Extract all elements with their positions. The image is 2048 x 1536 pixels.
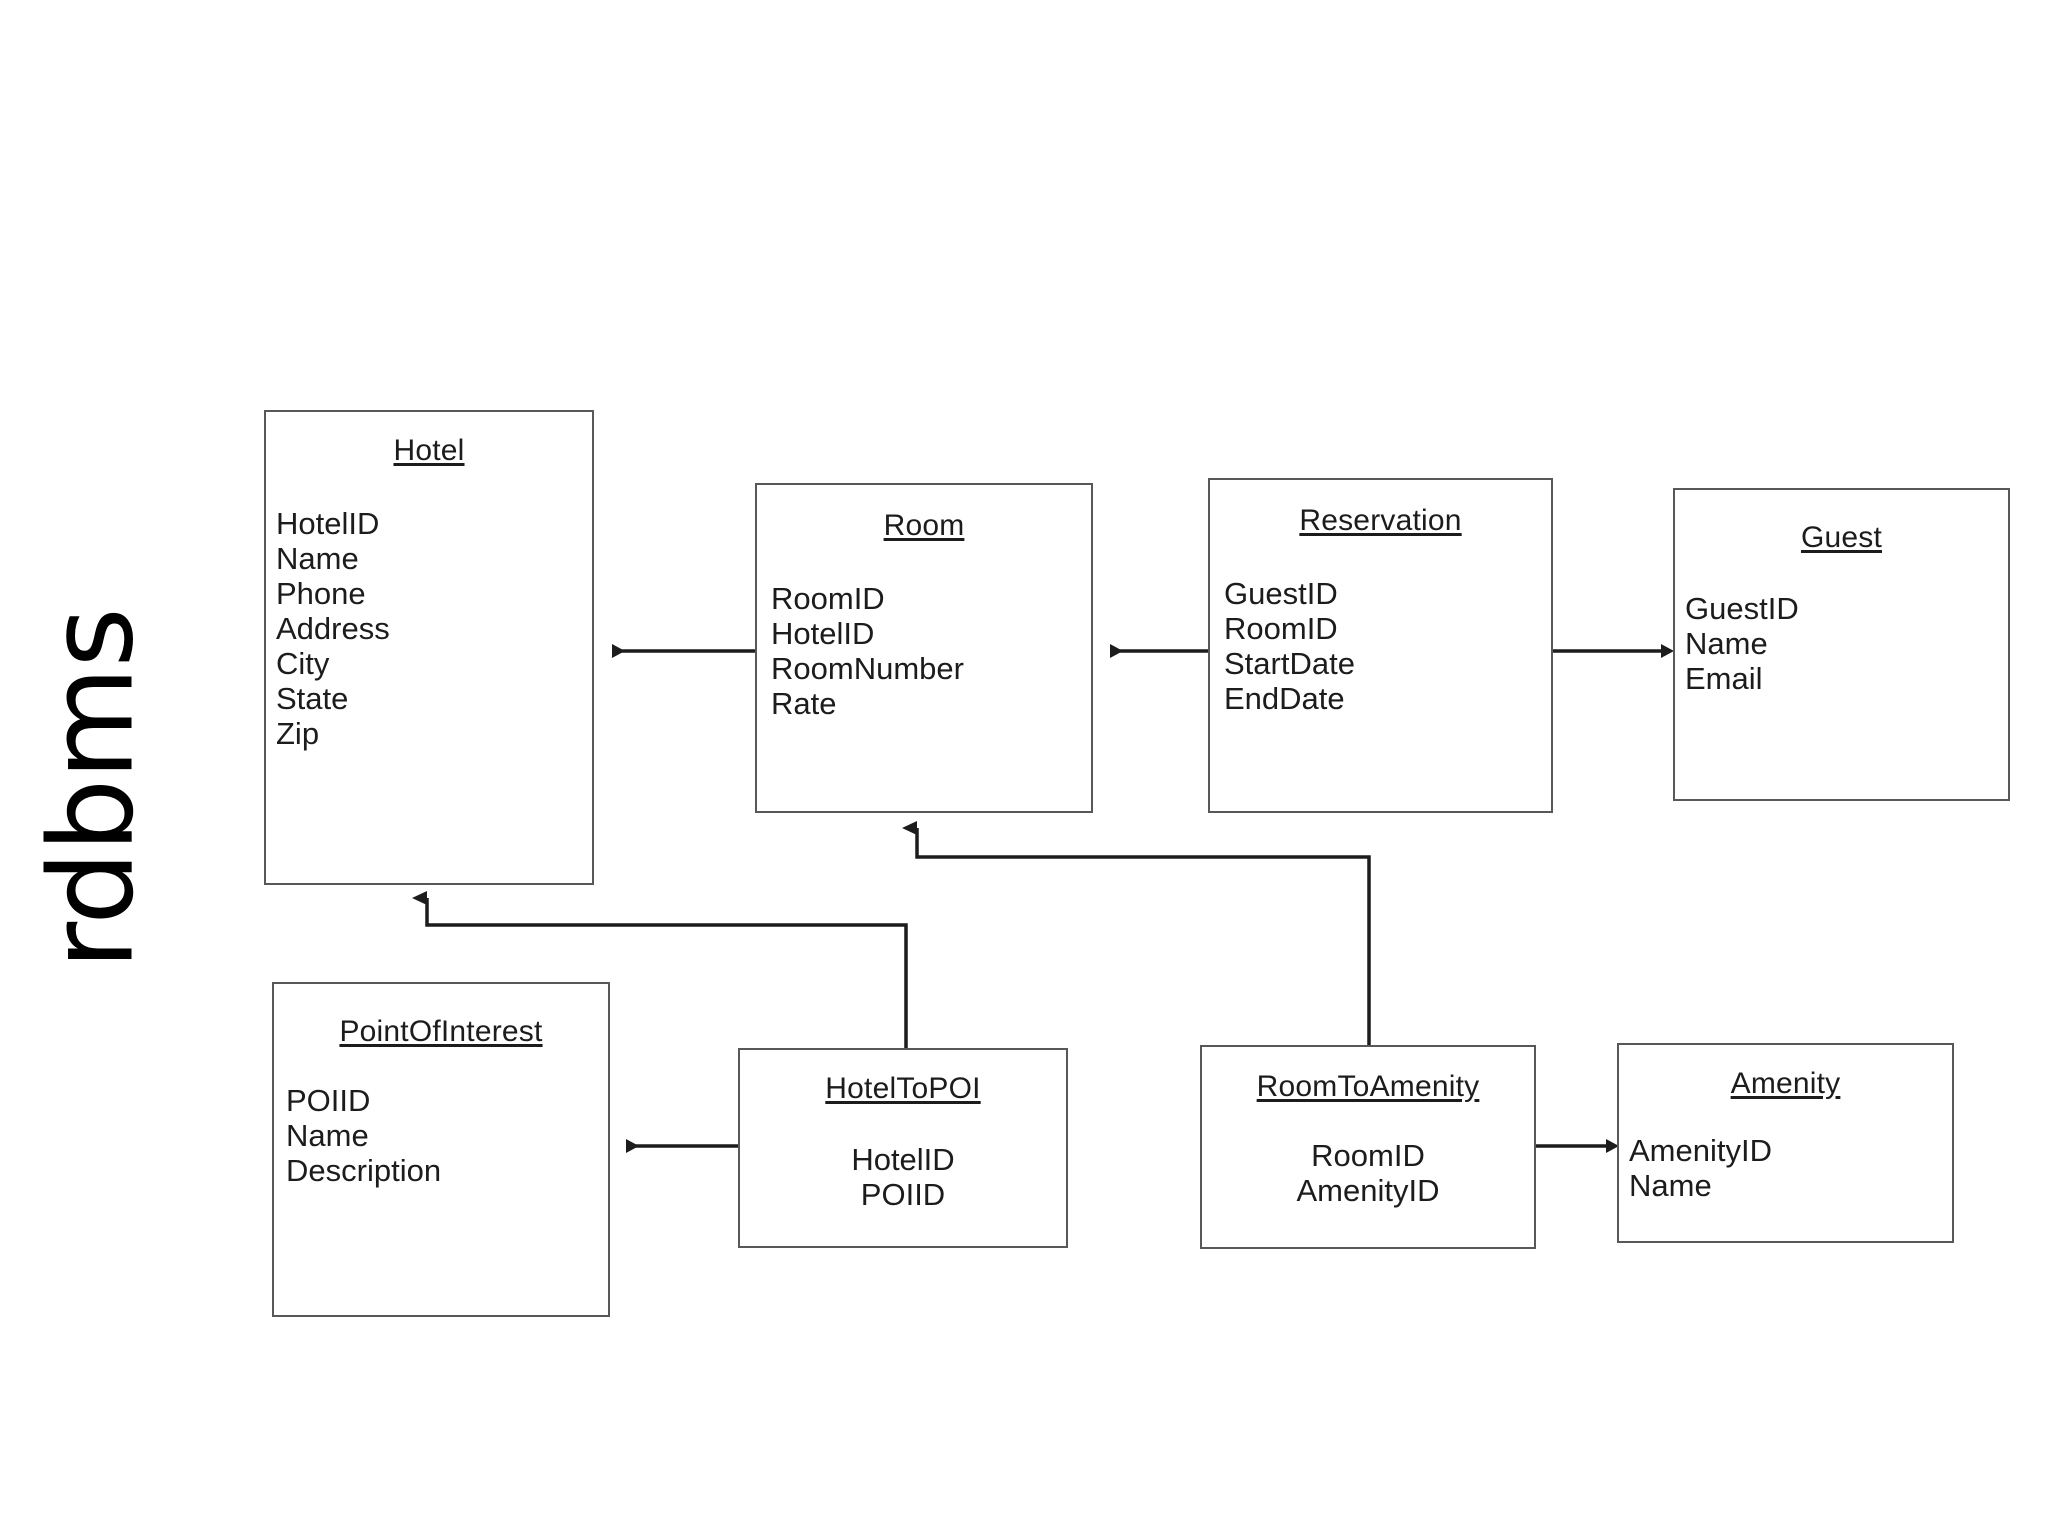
- attribute-list-pointofinterest: POIID Name Description: [286, 1083, 608, 1188]
- attribute-item: EndDate: [1224, 681, 1345, 717]
- entity-box-roomtoamenity[interactable]: RoomToAmenity RoomID AmenityID: [1200, 1045, 1536, 1249]
- attribute-item: Rate: [771, 686, 837, 722]
- entity-box-room[interactable]: Room RoomID HotelID RoomNumber Rate: [755, 483, 1093, 813]
- entity-box-guest[interactable]: Guest GuestID Name Email: [1673, 488, 2010, 801]
- attribute-item: RoomID: [1311, 1138, 1425, 1173]
- attribute-item: Name: [1685, 626, 1768, 662]
- attribute-list-guest: GuestID Name Email: [1685, 591, 2008, 696]
- entity-box-hoteltopoi[interactable]: HotelToPOI HotelID POIID: [738, 1048, 1068, 1248]
- attribute-item: Description: [286, 1153, 442, 1189]
- attribute-item: AmenityID: [1296, 1173, 1440, 1209]
- entity-title-hoteltopoi: HotelToPOI: [825, 1072, 981, 1105]
- attribute-item: City: [276, 646, 330, 682]
- entity-title-room: Room: [883, 509, 965, 542]
- attribute-item: Name: [276, 541, 359, 577]
- attribute-list-hoteltopoi: HotelID POIID: [740, 1142, 1066, 1212]
- attribute-item: RoomID: [1224, 611, 1338, 647]
- attribute-item: HotelID: [276, 506, 380, 541]
- attribute-list-hotel: HotelID Name Phone Address City State Zi…: [276, 506, 592, 751]
- attribute-list-roomtoamenity: RoomID AmenityID: [1202, 1138, 1534, 1208]
- side-caption-rdbms: rdbms: [24, 608, 160, 970]
- entity-box-hotel[interactable]: Hotel HotelID Name Phone Address City St…: [264, 410, 594, 885]
- entity-box-amenity[interactable]: Amenity AmenityID Name: [1617, 1043, 1954, 1243]
- entity-box-reservation[interactable]: Reservation GuestID RoomID StartDate End…: [1208, 478, 1553, 813]
- attribute-item: HotelID: [771, 616, 875, 652]
- attribute-item: POIID: [860, 1177, 946, 1213]
- attribute-item: RoomID: [771, 581, 885, 616]
- attribute-item: State: [276, 681, 349, 717]
- attribute-item: RoomNumber: [771, 651, 964, 687]
- entity-box-pointofinterest[interactable]: PointOfInterest POIID Name Description: [272, 982, 610, 1317]
- entity-title-reservation: Reservation: [1299, 504, 1462, 537]
- attribute-item: Name: [286, 1118, 369, 1154]
- attribute-item: AmenityID: [1629, 1133, 1772, 1168]
- attribute-item: HotelID: [851, 1142, 955, 1177]
- attribute-item: StartDate: [1224, 646, 1355, 682]
- attribute-list-amenity: AmenityID Name: [1629, 1133, 1952, 1203]
- attribute-item: GuestID: [1224, 576, 1338, 611]
- attribute-list-reservation: GuestID RoomID StartDate EndDate: [1224, 576, 1551, 716]
- connector-roomtoamenity-to-room: [902, 821, 1371, 1045]
- attribute-item: POIID: [286, 1083, 371, 1118]
- entity-title-pointofinterest: PointOfInterest: [339, 1015, 543, 1048]
- attribute-item: Zip: [276, 716, 320, 752]
- attribute-item: Phone: [276, 576, 366, 612]
- attribute-item: Name: [1629, 1168, 1712, 1204]
- entity-title-hotel: Hotel: [393, 434, 465, 467]
- entity-title-amenity: Amenity: [1730, 1067, 1841, 1100]
- attribute-item: Address: [276, 611, 390, 647]
- entity-title-roomtoamenity: RoomToAmenity: [1256, 1070, 1480, 1103]
- entity-title-guest: Guest: [1800, 521, 1883, 554]
- attribute-list-room: RoomID HotelID RoomNumber Rate: [771, 581, 1091, 721]
- attribute-item: Email: [1685, 661, 1763, 697]
- attribute-item: GuestID: [1685, 591, 1799, 626]
